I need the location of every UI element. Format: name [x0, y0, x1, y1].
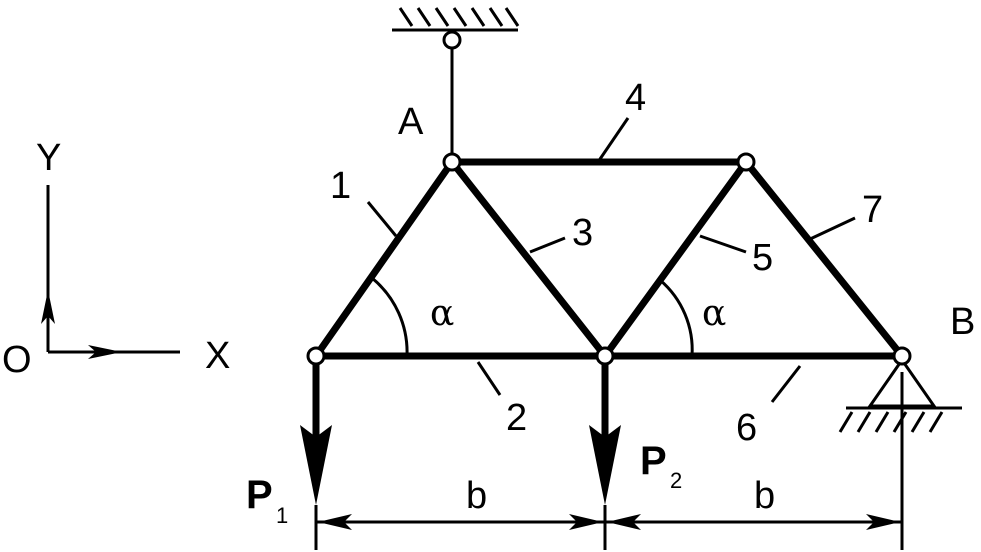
member-3	[448, 158, 609, 360]
load-p2-arrowhead	[589, 425, 621, 505]
dimension-label-left: b	[466, 475, 487, 517]
pin-support-b	[838, 357, 962, 433]
angle-markers: α α	[371, 276, 726, 357]
y-axis-label: Y	[36, 137, 61, 179]
member-label-6: 6	[736, 407, 757, 449]
dimension-label-right: b	[754, 475, 775, 517]
y-axis-arrowhead	[41, 290, 55, 324]
coordinate-axes: Y X O	[2, 137, 230, 381]
truss-joints	[306, 152, 912, 366]
x-axis-label: X	[205, 335, 230, 377]
member-label-4: 4	[625, 77, 646, 119]
member-label-leaders	[366, 117, 856, 403]
angle-arc-right	[659, 278, 694, 357]
member-1	[312, 158, 456, 360]
dimension-lines: b b	[314, 372, 904, 550]
load-p2-subscript: 2	[670, 468, 682, 493]
member-label-2: 2	[506, 397, 527, 439]
node-label-b: B	[950, 301, 975, 343]
ceiling-support	[392, 7, 520, 162]
load-p1-subscript: 1	[276, 503, 288, 528]
origin-label: O	[2, 339, 32, 381]
load-p1: P 1	[246, 358, 332, 528]
ceiling-pin	[442, 30, 462, 50]
load-p2: P 2	[589, 358, 682, 505]
joint-top-right	[736, 152, 756, 172]
truss-members	[312, 158, 906, 360]
x-axis-arrowhead	[88, 345, 122, 359]
member-5	[601, 158, 750, 360]
load-p1-label: P	[246, 473, 273, 517]
member-labels: 1 2 3 4 5 6 7	[330, 77, 883, 449]
angle-arc-left	[371, 276, 409, 357]
load-p1-arrowhead	[300, 425, 332, 505]
node-label-a: A	[398, 101, 424, 143]
member-label-1: 1	[330, 165, 351, 207]
joint-middle	[595, 346, 615, 366]
load-p2-label: P	[640, 439, 667, 483]
angle-label-left: α	[430, 293, 454, 334]
joint-left	[306, 346, 326, 366]
joint-a	[442, 152, 462, 172]
joint-b	[892, 346, 912, 366]
member-label-5: 5	[752, 237, 773, 279]
angle-label-right: α	[702, 293, 726, 334]
member-7	[742, 158, 906, 360]
member-label-3: 3	[572, 212, 593, 254]
member-label-7: 7	[862, 189, 883, 231]
